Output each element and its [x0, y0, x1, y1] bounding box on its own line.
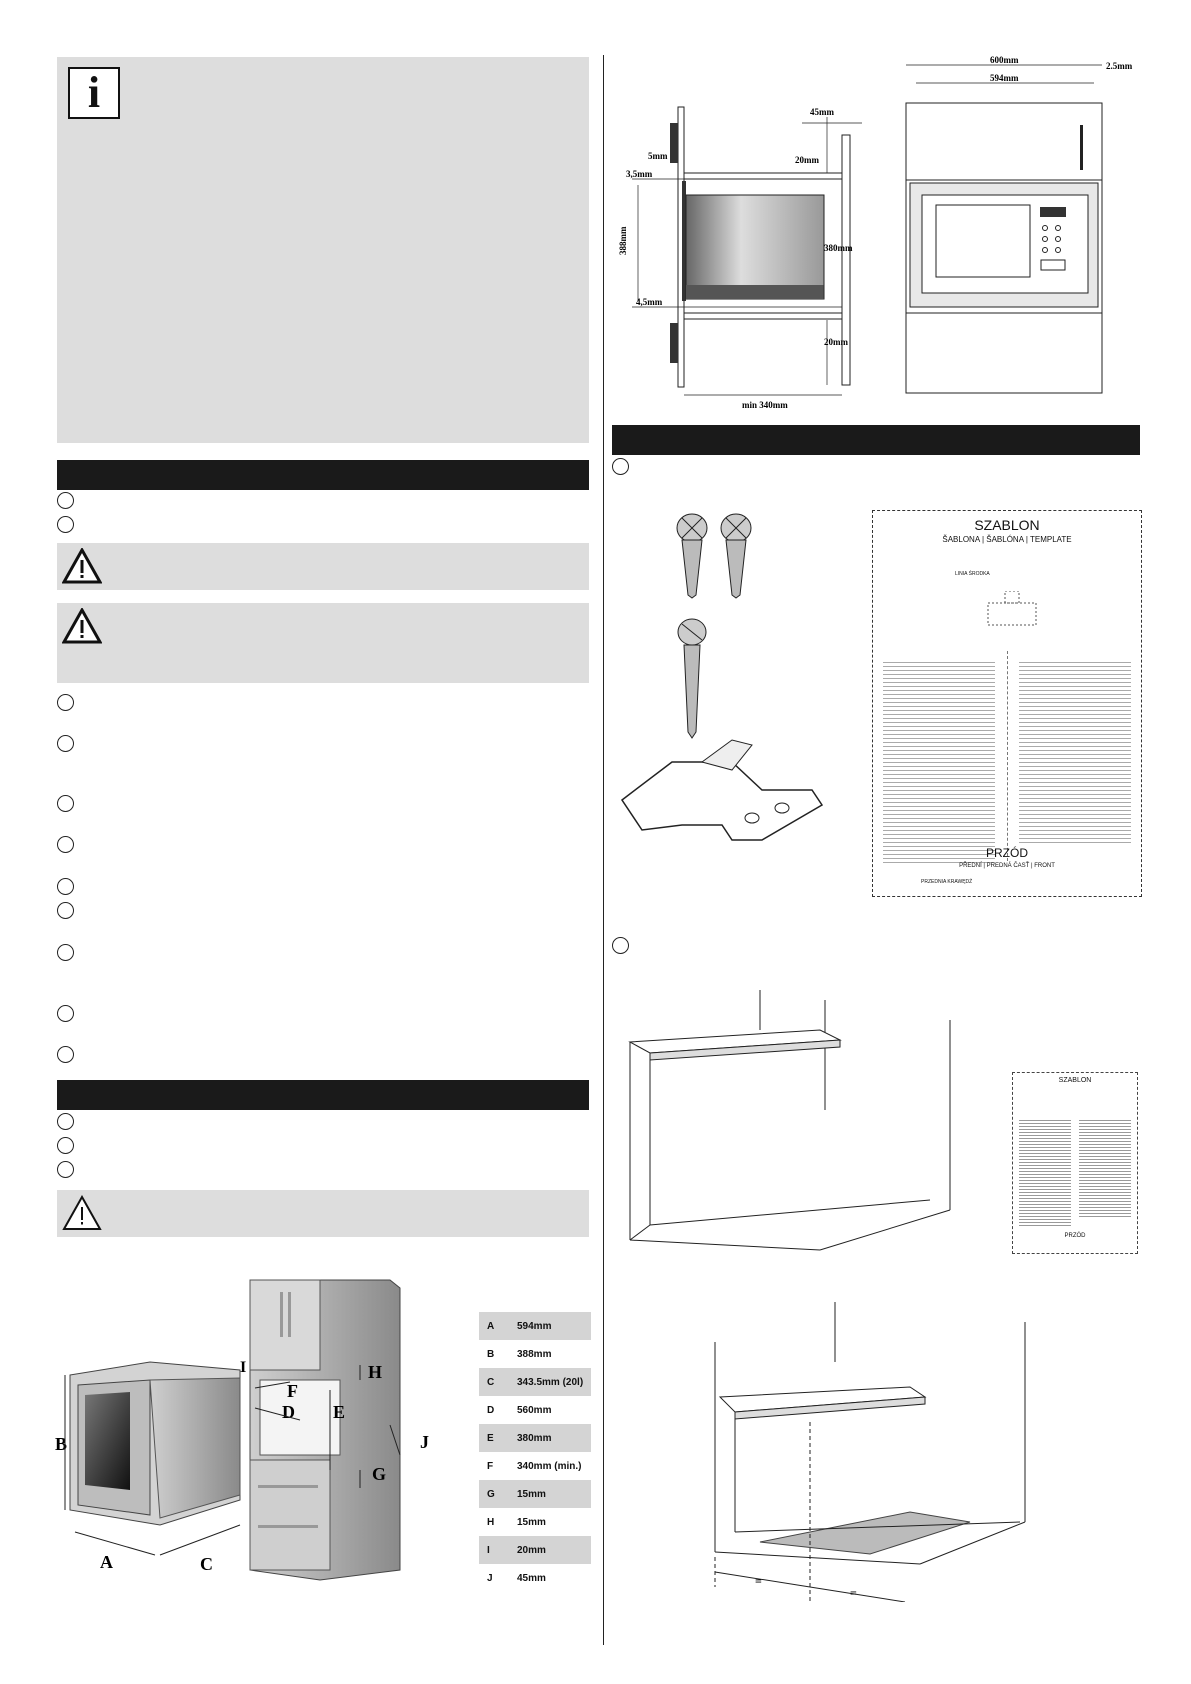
template-bracket-outline	[987, 591, 1037, 626]
dim-label: 388mm	[618, 226, 628, 255]
mounting-template-sheet: SZABLON ŠABLONA | ŠABLÓNA | TEMPLATE LIN…	[872, 510, 1142, 897]
step-number-circle	[57, 1137, 74, 1154]
info-icon: i	[68, 67, 120, 119]
mini-template-front: PRZÓD	[1064, 1233, 1086, 1239]
warning-triangle-icon	[62, 608, 102, 644]
warning-triangle-icon	[62, 548, 102, 584]
dim-label: 5mm	[648, 151, 668, 161]
screws-and-bracket	[620, 513, 824, 841]
dim-letter-f: F	[287, 1381, 298, 1401]
dim-letter-d: D	[282, 1402, 295, 1422]
warning-box-2	[57, 603, 589, 683]
step-number-circle	[57, 694, 74, 711]
template-front-sublabel: PŘEDNÍ | PREDNÁ ČASŤ | FRONT	[959, 863, 1055, 869]
screw-icon	[677, 618, 707, 739]
screw-icon	[720, 513, 752, 599]
dim-letter-b: B	[55, 1434, 67, 1454]
dim-letter-i: I	[240, 1359, 246, 1376]
step-number-circle	[57, 516, 74, 533]
dim-label: 3,5mm	[626, 169, 653, 179]
step-number-circle	[57, 944, 74, 961]
dim-letter-j: J	[420, 1432, 429, 1452]
step-number-circle	[612, 458, 629, 475]
step-number-circle	[57, 795, 74, 812]
step-number-circle	[57, 878, 74, 895]
step-number-circle	[57, 492, 74, 509]
dim-label: 594mm	[990, 73, 1019, 83]
dim-label: 20mm	[795, 155, 819, 165]
side-section-diagram: 45mm 5mm 20mm 3,5mm 388mm 380mm 4,5mm 20…	[618, 106, 862, 410]
template-center-line-label: LINIA ŚRODKA	[955, 571, 990, 577]
warning-box-1	[57, 543, 589, 590]
mini-template-text-left	[1019, 1118, 1071, 1228]
template-front-label: PRZÓD	[986, 846, 1028, 860]
mini-template-title: SZABLON	[1058, 1077, 1092, 1084]
warning-box-3	[57, 1190, 589, 1237]
step-number-circle	[57, 735, 74, 752]
dim-letter-g: G	[372, 1464, 386, 1484]
mini-template-sheet: SZABLON PRZÓD	[1012, 1072, 1138, 1254]
info-box	[57, 57, 589, 443]
dim-label: min 340mm	[742, 400, 788, 410]
step-number-circle	[57, 1005, 74, 1022]
dim-label: 600mm	[990, 55, 1019, 65]
equal-mark: =	[755, 1574, 762, 1588]
step-number-circle	[57, 1113, 74, 1130]
oven-installation-diagram: B A C F D E I H G J	[55, 1279, 429, 1581]
dim-letter-a: A	[100, 1552, 113, 1572]
step-number-circle	[57, 902, 74, 919]
dim-label: 2.5mm	[1106, 61, 1133, 71]
template-text-block-left	[883, 659, 995, 864]
dim-letter-c: C	[200, 1554, 213, 1574]
template-title: SZABLON	[974, 517, 1040, 533]
dim-label: 45mm	[810, 107, 834, 117]
template-subtitle: ŠABLONA | ŠABLÓNA | TEMPLATE	[942, 535, 1072, 544]
front-view-diagram: 600mm 594mm 2.5mm	[905, 55, 1133, 394]
section-header-bar-3	[612, 425, 1140, 455]
step-number-circle	[57, 1046, 74, 1063]
bracket-icon	[620, 739, 824, 841]
dim-label: 4,5mm	[636, 297, 663, 307]
column-divider	[603, 55, 604, 1645]
template-text-block-right	[1019, 659, 1131, 844]
template-placement-diagram: = =	[714, 1302, 1026, 1602]
dim-label: 20mm	[824, 337, 848, 347]
equal-mark: =	[850, 1586, 857, 1600]
warning-triangle-icon	[62, 1195, 102, 1230]
screw-icon	[676, 513, 708, 599]
dim-label: 380mm	[824, 243, 853, 253]
step-number-circle	[57, 1161, 74, 1178]
section-header-bar-1	[57, 460, 589, 490]
cabinet-shelf-diagram	[628, 990, 951, 1251]
section-header-bar-2	[57, 1080, 589, 1110]
step-number-circle	[612, 937, 629, 954]
dim-letter-e: E	[333, 1402, 345, 1422]
template-center-line	[1007, 651, 1009, 861]
step-number-circle	[57, 836, 74, 853]
mini-template-text-right	[1079, 1118, 1131, 1218]
template-edge-label: PRZEDNIA KRAWĘDŹ	[921, 879, 973, 885]
dim-letter-h: H	[368, 1362, 382, 1382]
